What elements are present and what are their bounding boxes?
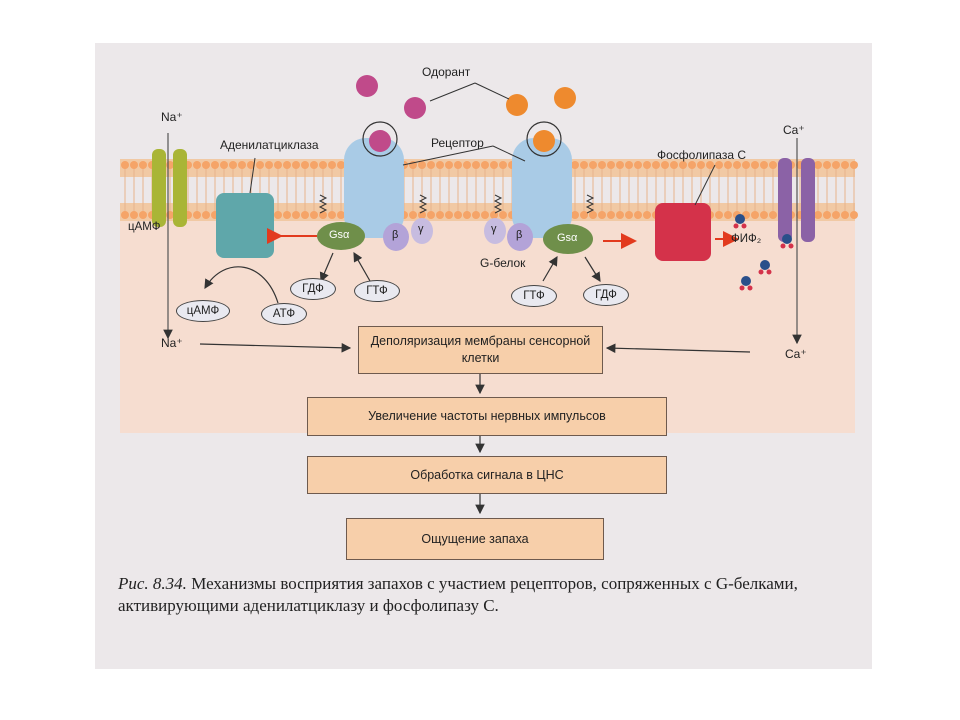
phospholipase-c-shape: [655, 203, 711, 261]
camp-synthesis-arc: [204, 266, 279, 304]
g-beta-left: [383, 223, 409, 251]
gtp-bind-left: [353, 251, 371, 282]
g-gamma-right: [484, 218, 506, 244]
receptor-leader-b: [492, 145, 526, 162]
caption-text: Механизмы восприятия запахов с участием …: [118, 574, 798, 616]
ca-top-label: Ca⁺: [783, 123, 805, 137]
gs-alpha-left-label: Gsα: [329, 229, 350, 241]
phospholipase-label: Фосфолипаза С: [657, 148, 746, 162]
odorant-leader-b: [474, 82, 510, 100]
g-protein-label: G-белок: [480, 256, 526, 270]
g-beta-right: [507, 223, 533, 251]
na-channel: [152, 149, 187, 227]
na-top-label: Na⁺: [161, 110, 183, 124]
ca-to-depolarization-arrow: [605, 343, 751, 354]
pip2-molecules: [733, 214, 794, 291]
g-gamma-left: [411, 218, 433, 244]
receptor-label: Рецептор: [431, 136, 484, 150]
anchor-left-a: [318, 194, 328, 214]
gtp-bind-right: [542, 255, 558, 282]
stage-depolarization: Деполяризация мембраны сенсорной клетки: [358, 326, 603, 374]
gamma-left-label: γ: [418, 223, 424, 235]
gdp-release-right: [584, 256, 601, 283]
cyclase-leader: [249, 157, 256, 194]
signaling-diagram: [120, 75, 858, 515]
stage-cns: Обработка сигнала в ЦНС: [307, 456, 667, 494]
figure-scan: Одорант Рецептор Аденилатциклаза Фосфоли…: [95, 43, 872, 669]
stage-impulses: Увеличение частоты нервных импульсов: [307, 397, 667, 436]
na-bottom-label: Na⁺: [161, 336, 183, 350]
adenylate-cyclase-label: Аденилатциклаза: [220, 138, 319, 152]
gdp-left-oval: ГДФ: [290, 278, 336, 300]
beta-left-label: β: [392, 229, 399, 241]
gs-alpha-right: [543, 224, 593, 254]
receptor-left-shape: [344, 138, 404, 238]
free-odorants: [356, 75, 576, 119]
caption-prefix: Рис. 8.34.: [118, 574, 187, 593]
gamma-right-label: γ: [491, 223, 497, 235]
atp-oval: АТФ: [261, 303, 307, 325]
stage-smell: Ощущение запаха: [346, 518, 604, 560]
odorant-label: Одорант: [422, 65, 471, 79]
odorant-leader-a: [429, 82, 476, 102]
ca-bottom-label: Ca⁺: [785, 347, 807, 361]
beta-right-label: β: [516, 229, 523, 241]
gdp-right-oval: ГДФ: [583, 284, 629, 306]
gs-alpha-left: [317, 222, 365, 250]
anchor-right-a: [493, 194, 503, 214]
pip2-label: ФИФ₂: [731, 233, 762, 245]
figure-caption: Рис. 8.34. Механизмы восприятия запахов …: [118, 573, 848, 617]
receptor-leader-a: [402, 145, 494, 166]
na-to-depolarization-arrow: [199, 342, 352, 353]
adenylate-cyclase-shape: [216, 193, 274, 258]
camp-channel-label: цАМФ: [128, 221, 161, 233]
anchor-left-b: [418, 194, 428, 214]
receptor-right-shape: [512, 138, 572, 238]
gtp-left-oval: ГТФ: [354, 280, 400, 302]
gdp-release-left: [319, 252, 334, 283]
ca-channel: [778, 158, 815, 242]
camp-oval: цАМФ: [176, 300, 230, 322]
gs-alpha-right-label: Gsα: [557, 232, 578, 244]
gtp-right-oval: ГТФ: [511, 285, 557, 307]
plc-leader: [694, 164, 716, 206]
odorant-bound-left: [369, 130, 391, 152]
anchor-right-b: [585, 194, 595, 214]
odorant-bound-right: [533, 130, 555, 152]
